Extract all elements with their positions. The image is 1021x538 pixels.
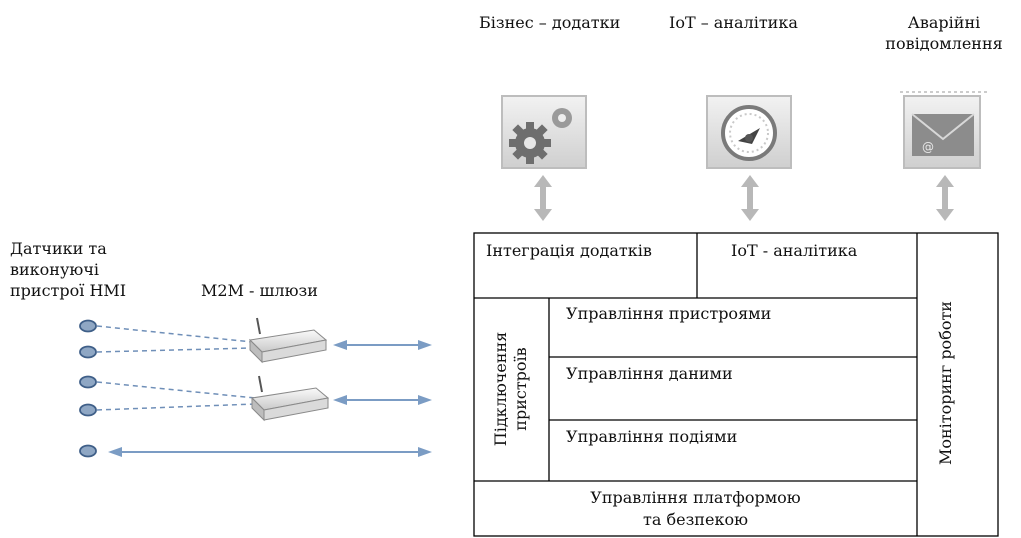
app-link-arrow-alerts (936, 175, 954, 221)
data-management-cell: Управління даними (566, 364, 733, 383)
gateways-label: M2M - шлюзи (201, 281, 318, 300)
iot-analytics-cell: IoT - аналітика (731, 241, 858, 260)
svg-text:@: @ (922, 140, 934, 154)
router-icon (248, 317, 328, 364)
sensor-dot (79, 319, 97, 333)
alerts-label: Аварійні повідомлення (868, 12, 1020, 54)
alerts-label-line2: повідомлення (885, 34, 1003, 53)
sensor-dot (79, 444, 97, 458)
sensors-label-line3: пристрої HMI (10, 281, 127, 300)
dashed-links (96, 325, 256, 411)
router-icon (250, 375, 330, 422)
platform-table (473, 232, 999, 537)
gears-icon (501, 95, 587, 169)
sensor-dot (79, 403, 97, 417)
platform-security-cell: Управління платформою та безпекою (474, 487, 917, 531)
app-link-arrow-business (534, 175, 552, 221)
alerts-label-line1: Аварійні (907, 13, 981, 32)
device-connection-line2: пристроїв (511, 347, 530, 431)
mail-icon: @ (900, 91, 990, 169)
business-apps-label: Бізнес – додатки (479, 13, 621, 32)
iot-analytics-label: IoT – аналітика (669, 13, 798, 32)
app-integration-cell: Інтеграція додатків (486, 241, 652, 260)
event-management-cell: Управління подіями (566, 427, 738, 446)
sensors-label-line1: Датчики та (10, 239, 107, 258)
platform-security-line1: Управління платформою (590, 488, 801, 507)
sensors-label-line2: виконуючі (10, 260, 100, 279)
link-arrow (108, 447, 432, 457)
device-connection-line1: Підключення (491, 331, 510, 447)
app-link-arrow-analytics (741, 175, 759, 221)
operation-monitoring-cell: Моніторинг роботи (936, 301, 955, 465)
device-management-cell: Управління пристроями (566, 304, 772, 323)
link-arrow (333, 340, 432, 350)
sensor-dot (79, 345, 97, 359)
sensor-dot (79, 375, 97, 389)
platform-security-line2: та безпекою (643, 510, 748, 529)
device-connection-cell: Підключення пристроїв (491, 314, 531, 464)
link-arrow (333, 395, 432, 405)
gauge-icon (706, 95, 792, 169)
